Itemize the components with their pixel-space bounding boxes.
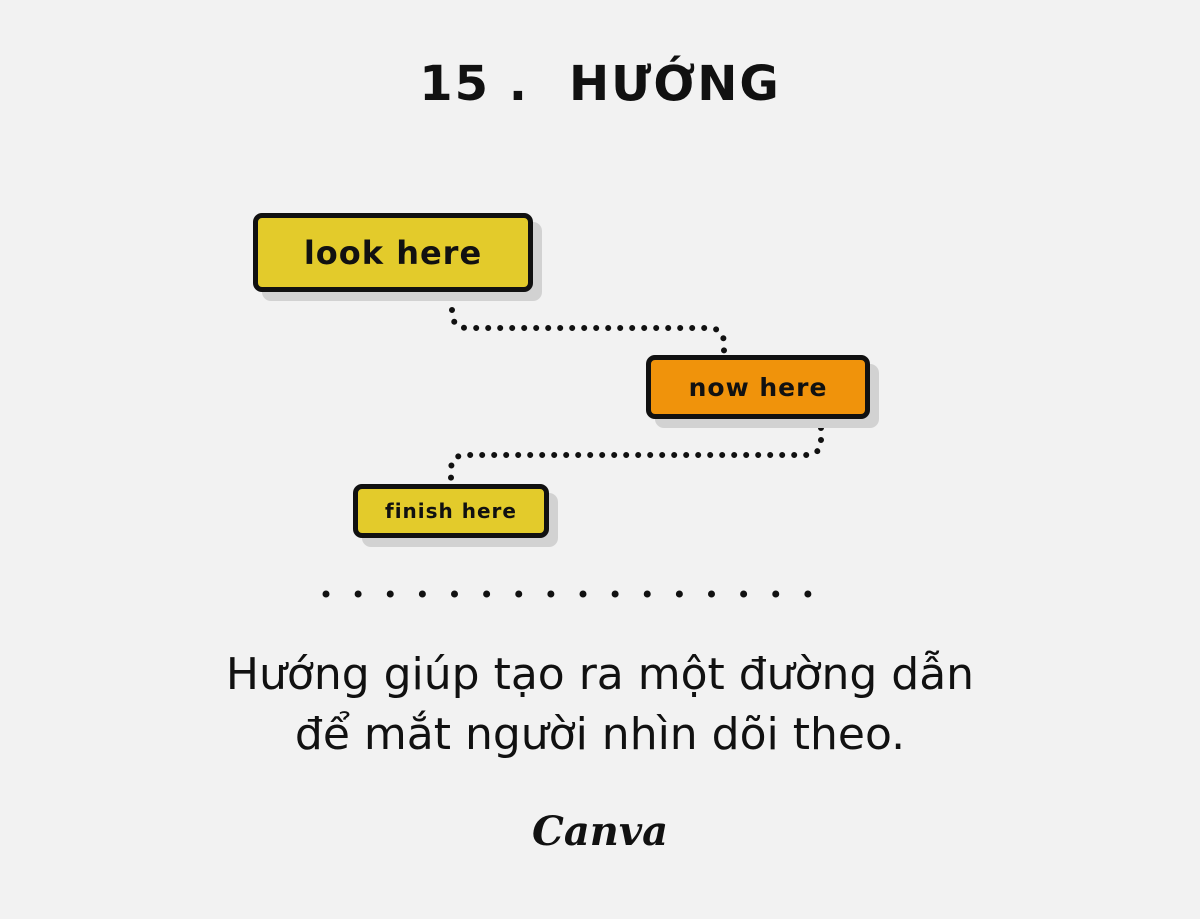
canva-logo: Canva: [532, 808, 668, 855]
box-finish-here-label: finish here: [385, 499, 517, 523]
box-look-here: look here: [253, 213, 533, 292]
box-finish-here: finish here: [353, 484, 549, 538]
page-title: 15 . HƯỚNG: [0, 56, 1200, 112]
caption-line-2: để mắt người nhìn dõi theo.: [294, 709, 906, 760]
box-now-here-label: now here: [688, 372, 828, 402]
box-look-here-label: look here: [303, 233, 483, 272]
caption: Hướng giúp tạo ra một đường dẫn để mắt n…: [0, 645, 1200, 765]
connector-look-to-now: [449, 295, 727, 355]
section-number: 15 .: [419, 56, 529, 112]
dotted-separator: [322, 590, 844, 598]
box-now-here: now here: [646, 355, 870, 419]
connector-now-to-finish: [448, 425, 824, 483]
caption-line-1: Hướng giúp tạo ra một đường dẫn: [225, 649, 975, 700]
section-title: HƯỚNG: [568, 56, 781, 112]
